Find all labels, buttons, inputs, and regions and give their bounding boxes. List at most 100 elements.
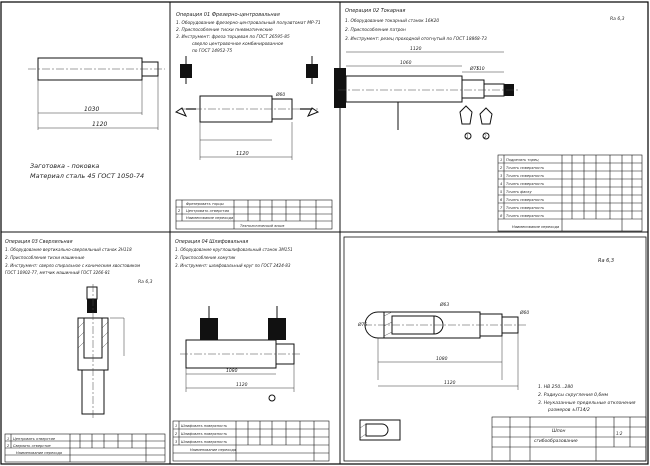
svg-text:7: 7 (500, 206, 503, 210)
svg-text:1120: 1120 (444, 380, 456, 386)
title-block-name: Шпон (552, 428, 566, 434)
svg-text:Технологический эскиз: Технологический эскиз (240, 224, 285, 228)
blank-drawing: 1030 1120 Заготовка - поковка Материал с… (28, 57, 165, 180)
svg-text:2. Приспособление тиски пневма: 2. Приспособление тиски пневматические (176, 27, 273, 33)
svg-text:Ø60: Ø60 (275, 91, 285, 98)
svg-text:размеров ±IT14/2: размеров ±IT14/2 (547, 407, 590, 413)
svg-text:Точить поверхность: Точить поверхность (506, 198, 544, 202)
svg-text:Фрезеровать торцы: Фрезеровать торцы (186, 202, 224, 206)
op20-roughness: Ra 6,3 (610, 16, 625, 22)
blank-dim-2: 1030 (84, 106, 99, 113)
op30-roughness: Ra 6,3 (138, 279, 153, 285)
blank-material: Материал сталь 45 ГОСТ 1050-74 (30, 172, 144, 180)
svg-text:1. Оборудование токарный стано: 1. Оборудование токарный станок 16К20 (345, 18, 439, 24)
op40-title: Операция 04 Шлифовальная (175, 239, 248, 245)
title-block-subtitle: сгибообразование (534, 438, 578, 444)
svg-text:ГОСТ 10902-77, метчик машинный: ГОСТ 10902-77, метчик машинный ГОСТ 3266… (5, 270, 110, 275)
svg-text:Ø75: Ø75 (469, 65, 479, 72)
svg-text:3. Инструмент: шлифовальный кр: 3. Инструмент: шлифовальный круг по ГОСТ… (175, 263, 291, 268)
op10-title: Операция 01 Фрезерно-центровальная (176, 12, 280, 18)
svg-text:1: 1 (466, 134, 469, 139)
svg-text:Наименование перехода: Наименование перехода (16, 451, 62, 455)
op10-table (175, 199, 333, 230)
svg-text:3: 3 (500, 174, 503, 178)
op30-sketch: Операция 03 Сверлильная 1. Оборудование … (4, 239, 166, 463)
svg-text:сверло центровочное комбиниров: сверло центровочное комбинированное (192, 41, 284, 47)
svg-text:2. Приспособление хомутик: 2. Приспособление хомутик (175, 255, 236, 260)
svg-text:Подрезать торец: Подрезать торец (506, 158, 539, 162)
svg-text:Наименование перехода: Наименование перехода (186, 216, 233, 220)
svg-text:2. Приспособление патрон: 2. Приспособление патрон (345, 27, 406, 33)
op20-sketch: Операция 02 Токарная 1. Оборудование ток… (334, 8, 643, 232)
svg-text:4: 4 (500, 182, 503, 186)
svg-text:Ø75: Ø75 (357, 321, 367, 328)
final-roughness: Ra 6,3 (598, 258, 614, 264)
svg-text:Наименование перехода: Наименование перехода (512, 225, 559, 229)
title-block (491, 416, 647, 462)
svg-text:Ø60: Ø60 (519, 309, 529, 316)
svg-text:2: 2 (500, 166, 503, 170)
svg-text:Шлифовать поверхность: Шлифовать поверхность (181, 440, 227, 444)
svg-text:3. Инструмент: резец проходной: 3. Инструмент: резец проходной отогнутый… (345, 36, 487, 42)
svg-text:1. Оборудование вертикально-св: 1. Оборудование вертикально-сверлильный … (5, 247, 132, 252)
svg-text:8: 8 (500, 214, 503, 218)
svg-text:Точить поверхность: Точить поверхность (506, 214, 544, 218)
blank-dim-3: 1120 (92, 121, 107, 128)
op30-table (4, 433, 166, 463)
svg-text:2. Радиусы скругления 0,6мм: 2. Радиусы скругления 0,6мм (538, 392, 609, 398)
svg-text:110: 110 (476, 66, 485, 72)
svg-text:1. Оборудование круглошлифовал: 1. Оборудование круглошлифовальный стано… (175, 247, 293, 252)
op40-sketch: Операция 04 Шлифовальная 1. Оборудование… (172, 239, 330, 462)
svg-text:Точить поверхность: Точить поверхность (506, 174, 544, 178)
chuck-icon (334, 68, 346, 108)
grinding-wheel-left-icon (200, 318, 218, 340)
final-part-drawing: Ra 6,3 1080 1120 Ø75 Ø63 Ø60 1. HB 250..… (343, 236, 647, 462)
svg-text:1120: 1120 (410, 46, 422, 52)
svg-text:Ø63: Ø63 (439, 301, 449, 308)
svg-text:3. Инструмент: сверло спиральн: 3. Инструмент: сверло спиральное с конич… (5, 263, 140, 268)
svg-text:1: 1 (7, 437, 9, 441)
svg-text:1080: 1080 (226, 368, 238, 374)
op20-title: Операция 02 Токарная (345, 8, 405, 14)
svg-text:Наименование перехода: Наименование перехода (190, 448, 236, 452)
op30-title: Операция 03 Сверлильная (5, 239, 73, 245)
svg-text:Точить поверхность: Точить поверхность (506, 182, 544, 186)
svg-text:1. HB 250...280: 1. HB 250...280 (538, 384, 573, 390)
svg-text:Сверлить отверстие: Сверлить отверстие (13, 444, 51, 448)
svg-text:1080: 1080 (436, 356, 448, 362)
svg-text:6: 6 (500, 198, 503, 202)
svg-text:Шлифовать поверхность: Шлифовать поверхность (181, 424, 227, 428)
svg-text:2: 2 (484, 134, 487, 139)
svg-text:1: 1 (500, 158, 502, 162)
svg-text:2: 2 (175, 432, 178, 436)
svg-text:2: 2 (7, 444, 10, 448)
svg-text:3: 3 (175, 440, 177, 444)
svg-text:Точить фаску: Точить фаску (506, 190, 533, 194)
svg-text:2. Приспособление тиски машинн: 2. Приспособление тиски машинные (5, 255, 85, 260)
blank-title: Заготовка - поковка (30, 162, 99, 170)
svg-text:3. Инструмент: фреза торцевая: 3. Инструмент: фреза торцевая по ГОСТ 26… (176, 34, 290, 40)
svg-text:Точить поверхность: Точить поверхность (506, 166, 544, 170)
svg-text:3. Неуказанные предельные откл: 3. Неуказанные предельные отклонения (538, 400, 636, 406)
drill-icon (87, 299, 97, 313)
svg-text:2: 2 (178, 209, 181, 213)
title-block-scale: 1:2 (616, 431, 623, 436)
op20-table (497, 154, 643, 232)
svg-text:1. Оборудование фрезерно-центр: 1. Оборудование фрезерно-центровальный п… (176, 20, 321, 26)
svg-text:1120: 1120 (236, 151, 249, 157)
svg-text:по ГОСТ 14952-75: по ГОСТ 14952-75 (192, 48, 233, 54)
svg-text:1120: 1120 (236, 382, 248, 388)
svg-text:1060: 1060 (400, 60, 412, 66)
op10-sketch: Операция 01 Фрезерно-центровальная 1. Об… (174, 12, 333, 230)
grinding-wheel-right-icon (268, 318, 286, 340)
svg-text:Центровать отверстия: Центровать отверстия (186, 209, 230, 213)
svg-text:1: 1 (175, 424, 177, 428)
svg-text:Шлифовать поверхность: Шлифовать поверхность (181, 432, 227, 436)
svg-text:Точить поверхность: Точить поверхность (506, 206, 544, 210)
op40-table (172, 420, 330, 462)
svg-text:5: 5 (500, 190, 503, 194)
svg-text:Центровать отверстие: Центровать отверстие (13, 437, 55, 441)
